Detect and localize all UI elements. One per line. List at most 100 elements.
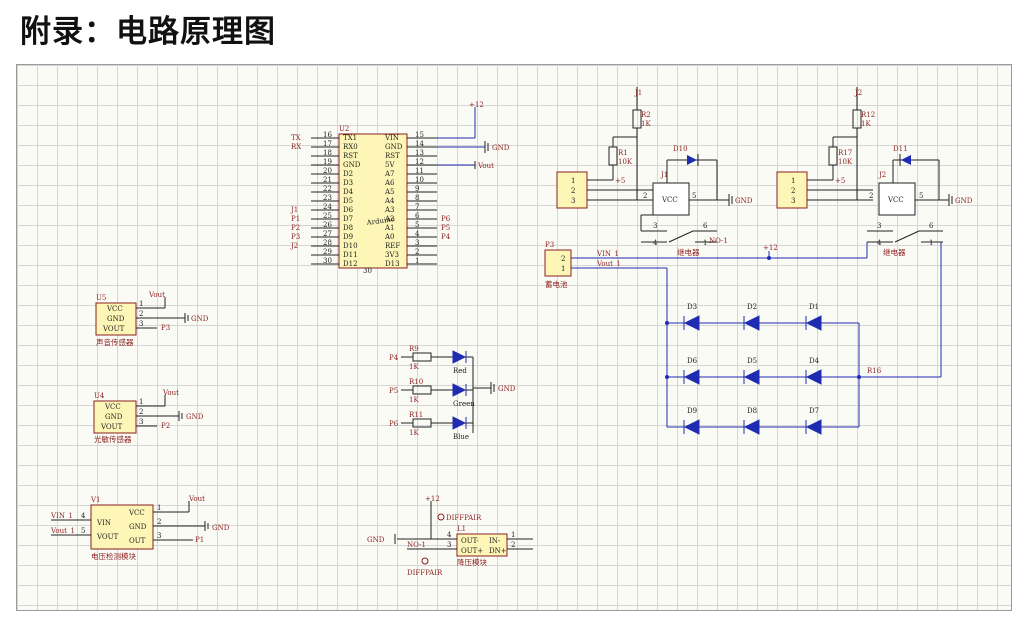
svg-text:继电器: 继电器	[677, 247, 700, 257]
svg-text:6: 6	[703, 222, 708, 230]
svg-text:1: 1	[157, 504, 161, 512]
svg-text:3: 3	[139, 320, 143, 328]
arduino-pin-num: 14	[415, 140, 424, 148]
arduino-pin-name: D11	[343, 251, 358, 259]
svg-text:P2: P2	[161, 422, 170, 430]
arduino-left-net: J1	[290, 206, 298, 214]
svg-text:NO-1: NO-1	[709, 237, 728, 245]
svg-text:J2: J2	[854, 89, 862, 97]
svg-text:GND: GND	[498, 385, 516, 393]
arduino-pin-name: A7	[384, 170, 395, 178]
svg-text:L1: L1	[457, 525, 466, 533]
svg-text:+12: +12	[425, 495, 440, 503]
arduino-pin-num: 22	[323, 185, 332, 193]
arduino-pin-name: GND	[385, 143, 403, 151]
arduino-pin-num: 23	[323, 194, 332, 202]
rgb-led-label: Green	[453, 400, 475, 408]
svg-text:GND: GND	[367, 536, 385, 544]
svg-text:5: 5	[81, 527, 85, 535]
arduino-pin-num: 11	[415, 167, 424, 175]
svg-text:2: 2	[139, 408, 143, 416]
arduino-pin-name: D10	[343, 242, 358, 250]
svg-text:Vout: Vout	[148, 291, 165, 299]
arduino-pin-name: D3	[343, 179, 353, 187]
sound-sensor: U5 VCC GND VOUT 1 2 3 Vout P3 GND 声音传感器	[95, 291, 209, 347]
svg-text:+5: +5	[615, 177, 625, 185]
svg-text:OUT+: OUT+	[461, 547, 483, 555]
svg-text:J1: J1	[634, 89, 642, 97]
arduino-pin-num: 20	[323, 167, 332, 175]
arduino-pin-name: A2	[384, 215, 395, 223]
arduino-vout: Vout	[477, 162, 494, 170]
arduino-pin-name: D6	[343, 206, 354, 214]
svg-text:3: 3	[447, 541, 451, 549]
arduino-pin-name: VIN	[384, 134, 399, 142]
svg-text:4: 4	[653, 239, 658, 247]
svg-text:GND: GND	[955, 197, 973, 205]
arduino-pin-num: 13	[415, 149, 424, 157]
arduino-right-net: P6	[441, 215, 451, 223]
svg-text:2: 2	[643, 192, 647, 200]
arduino-pin-num: 1	[415, 257, 419, 265]
matrix-led-label: D5	[747, 357, 757, 365]
arduino-pin-num: 3	[415, 239, 419, 247]
arduino-pin-name: RST	[385, 152, 400, 160]
rgb-net: P6	[389, 420, 399, 428]
svg-text:VIN_1: VIN_1	[50, 512, 73, 520]
arduino-pin-name: A4	[384, 197, 395, 205]
svg-text:3: 3	[877, 222, 881, 230]
arduino-bottom: 30	[363, 267, 372, 275]
relay-right: 1 2 3 +5 J2 R12 1K R17 10K VCC J2 2 5 D1…	[776, 87, 973, 257]
arduino-pin-name: 3V3	[385, 251, 399, 259]
svg-text:2: 2	[139, 310, 143, 318]
rgb-led-diode	[452, 383, 467, 397]
matrix-led	[683, 315, 700, 331]
svg-text:5: 5	[692, 192, 696, 200]
arduino-pin-num: 8	[415, 194, 419, 202]
arduino-pin-num: 15	[415, 131, 424, 139]
svg-text:3: 3	[139, 418, 143, 426]
arduino-pin-name: D2	[343, 170, 353, 178]
svg-text:+12: +12	[763, 244, 778, 252]
svg-text:DIFFPAIR: DIFFPAIR	[407, 569, 443, 577]
svg-text:2: 2	[511, 541, 515, 549]
arduino-left-net: TX	[291, 134, 301, 142]
arduino-pin-num: 27	[323, 230, 332, 238]
svg-text:NO-1: NO-1	[407, 541, 426, 549]
svg-text:U4: U4	[94, 392, 105, 400]
matrix-led-label: D8	[747, 407, 757, 415]
svg-text:3: 3	[157, 532, 161, 540]
arduino-pin-name: REF	[385, 242, 400, 250]
svg-text:VCC: VCC	[106, 305, 123, 313]
matrix-led-label: D7	[809, 407, 819, 415]
arduino-pin-name: RX0	[343, 143, 358, 151]
svg-text:4: 4	[877, 239, 882, 247]
arduino-pin-name: A6	[384, 179, 395, 187]
svg-text:GND: GND	[735, 197, 753, 205]
arduino-pin-name: D8	[343, 224, 353, 232]
svg-text:+5: +5	[835, 177, 845, 185]
arduino-pin-name: A0	[384, 233, 395, 241]
arduino-pin-num: 12	[415, 158, 424, 166]
svg-text:GND: GND	[191, 315, 209, 323]
svg-text:1: 1	[561, 265, 565, 273]
rgb-res-label: R11	[409, 411, 423, 419]
arduino-gnd: GND	[492, 144, 510, 152]
svg-text:VIN: VIN	[96, 519, 111, 527]
svg-text:GND: GND	[186, 413, 204, 421]
svg-text:D10: D10	[673, 145, 688, 153]
svg-text:V1: V1	[90, 496, 101, 504]
arduino-pin-name: TX1	[343, 134, 357, 142]
svg-text:R17: R17	[838, 149, 852, 157]
matrix-led-label: D9	[687, 407, 697, 415]
svg-text:GND: GND	[105, 413, 123, 421]
matrix-led-label: D6	[687, 357, 698, 365]
arduino-pin-num: 18	[323, 149, 332, 157]
svg-text:J1: J1	[660, 171, 668, 179]
